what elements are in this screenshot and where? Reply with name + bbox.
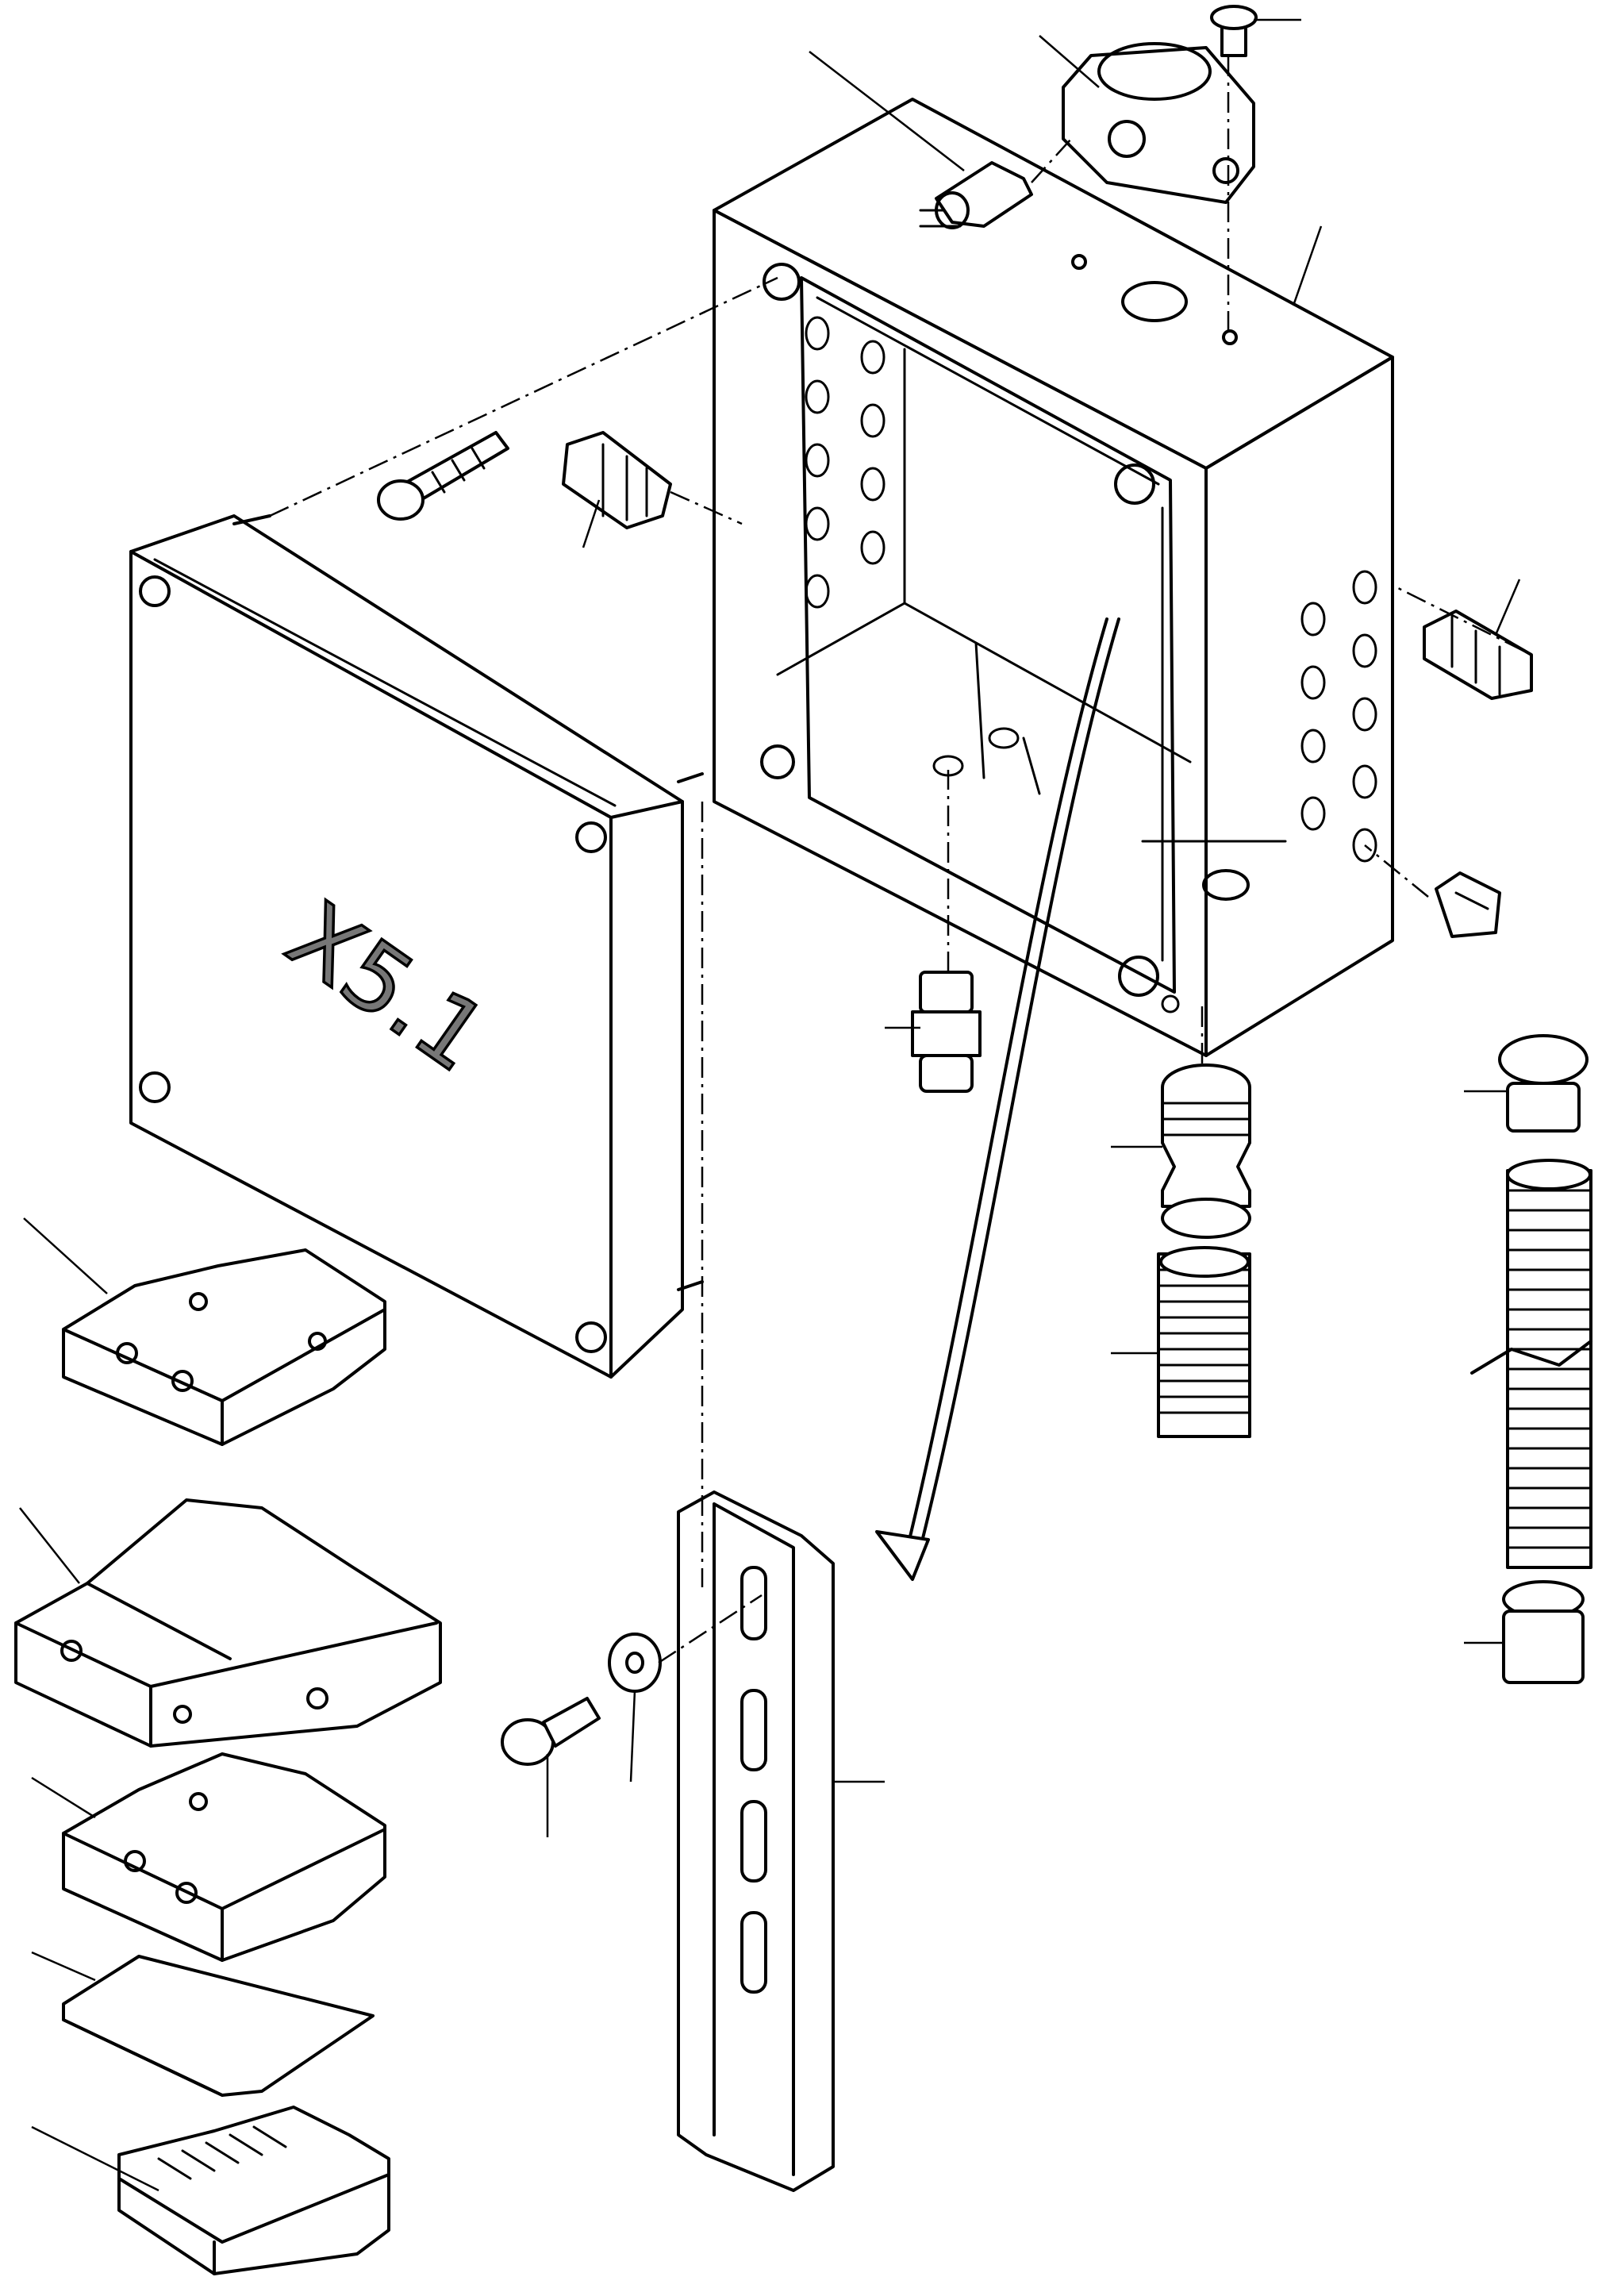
vent-plug	[911, 971, 982, 1093]
rail-washer	[608, 1633, 662, 1693]
switch-housing	[1062, 42, 1255, 204]
terminal-block	[62, 1752, 386, 1962]
blind-plug	[1435, 871, 1501, 938]
enclosure-box	[713, 98, 1394, 1057]
corrugated-conduit	[1470, 1159, 1592, 1569]
cable-gland-side	[1423, 610, 1533, 700]
switch-screw	[1210, 5, 1258, 57]
cable-gland-bottom	[1161, 1063, 1251, 1239]
centerlines	[269, 56, 1524, 1664]
end-clamp	[117, 2106, 390, 2275]
corrugated-conduit	[1157, 1246, 1251, 1438]
conduit-end-cap	[1502, 1580, 1585, 1684]
cover-screw	[377, 431, 509, 521]
terminal-block	[62, 1248, 386, 1446]
assembly-arrow	[875, 617, 1120, 1581]
cable-gland-side	[562, 431, 672, 529]
conduit-end-cap	[1498, 1034, 1589, 1133]
din-rail	[677, 1490, 835, 2192]
rail-screw	[501, 1697, 601, 1766]
wire-grommet	[919, 161, 1033, 229]
end-plate	[62, 1955, 375, 2097]
cover-plate: X5.1	[129, 514, 704, 1379]
leader-lines	[19, 18, 1521, 2192]
double-terminal-block	[14, 1498, 442, 1748]
